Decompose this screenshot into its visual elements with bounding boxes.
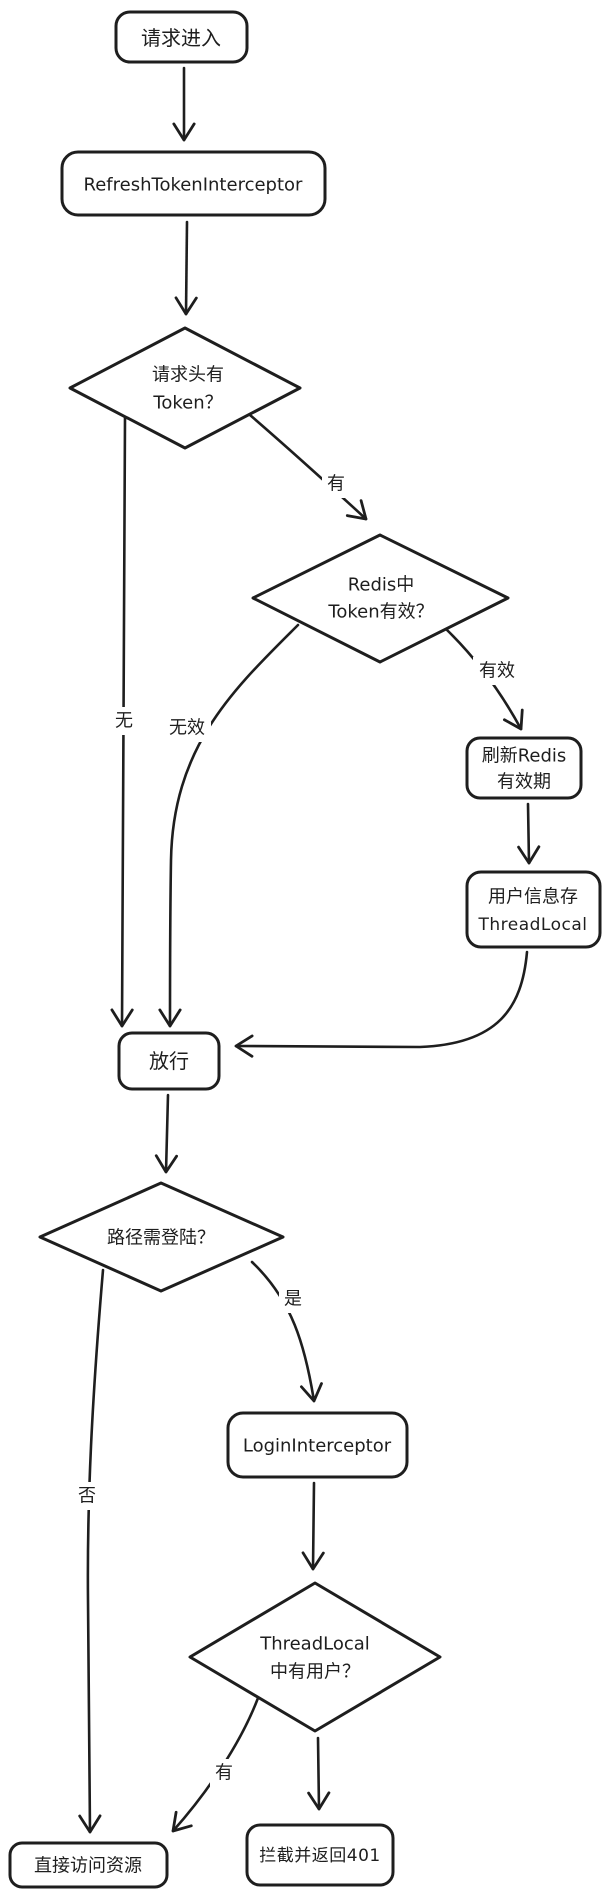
node-redis-token-valid-diamond [251,533,510,664]
node-release-label: 放行 [149,1049,189,1073]
node-refresh-redis-ttl-line1: 刷新Redis [482,746,567,767]
node-save-user-threadlocal-line2: ThreadLocal [477,915,587,935]
node-path-need-login-label: 路径需登陆？ [107,1228,215,1249]
edge-threadlocal-to-release [234,950,529,1058]
node-login-interceptor [226,1411,409,1479]
label-bg [210,1759,238,1787]
node-threadlocal-has-user-line1: ThreadLocal [259,1634,370,1655]
node-refresh-token-interceptor-label: RefreshTokenInterceptor [84,175,304,196]
node-has-token-diamond [68,326,302,450]
node-return-401 [245,1823,395,1887]
edge-label-has: 有 [327,474,345,495]
edge-label-invalid: 无效 [169,718,205,739]
label-bg [73,1482,101,1510]
node-threadlocal-has-user-line2: 中有用户？ [270,1662,360,1683]
node-threadlocal-has-user-diamond [188,1581,442,1733]
label-bg [110,707,138,735]
node-save-user-threadlocal [465,870,602,949]
label-bg [322,470,350,498]
edge-label-has-user: 有 [215,1763,233,1784]
edge-need-login-yes [250,1260,323,1403]
edge-token-invalid [158,623,300,1028]
edge-need-login-no [78,1268,105,1834]
node-save-user-threadlocal-line1: 用户信息存 [488,887,578,908]
node-refresh-redis-ttl [465,736,583,800]
node-redis-token-valid-line1: Redis中 [348,575,415,596]
edge-threadlocal-user-to-401 [307,1736,331,1811]
node-login-interceptor-label: LoginInterceptor [243,1436,392,1457]
node-refresh-redis-ttl-line2: 有效期 [497,772,551,793]
label-bg [279,1285,307,1313]
node-access-resource-label: 直接访问资源 [34,1856,142,1877]
edge-label-yes: 是 [284,1289,302,1310]
node-access-resource [8,1841,169,1889]
node-has-token-line2: Token？ [152,393,222,414]
edge-has-token-yes [248,413,368,521]
node-start-label: 请求进入 [141,26,221,50]
edge-login-interceptor-to-threadlocal-user [301,1481,325,1571]
node-return-401-label: 拦截并返回401 [259,1846,380,1866]
node-path-need-login-diamond [38,1181,285,1293]
label-bg [163,714,211,742]
edge-label-valid: 有效 [479,661,515,682]
node-start [114,10,249,64]
node-redis-token-valid-line2: Token有效？ [327,602,433,623]
node-has-token-line1: 请求头有 [152,365,224,386]
node-refresh-token-interceptor [60,150,327,217]
edge-label-no: 否 [78,1486,96,1507]
edge-label-none: 无 [115,711,133,732]
edge-refresh-ttl-to-threadlocal [517,802,541,865]
node-release [117,1031,221,1091]
label-bg [473,657,521,685]
edge-release-to-need-login [154,1093,178,1174]
edge-refresh-interceptor-to-has-token [174,220,198,316]
